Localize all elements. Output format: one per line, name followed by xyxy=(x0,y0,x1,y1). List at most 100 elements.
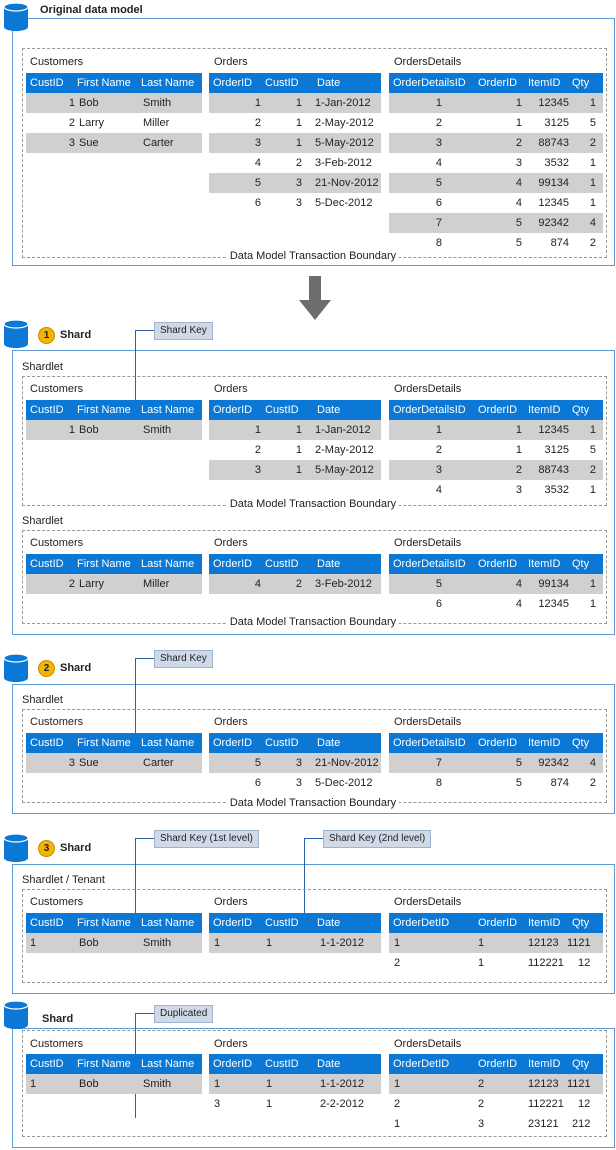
orders-header: OrderID CustID Date xyxy=(209,733,381,753)
orders-table-title: Orders xyxy=(214,56,248,68)
table-row: 1 1 1-1-2012 xyxy=(209,933,381,953)
shard-key-connector xyxy=(135,838,136,943)
transaction-boundary xyxy=(22,1030,607,1137)
col-custid: CustID xyxy=(30,77,64,89)
database-icon xyxy=(3,833,29,862)
customers-header: CustID First Name Last Name xyxy=(26,913,202,933)
shard-key-1st-level-label: Shard Key (1st level) xyxy=(154,830,259,848)
table-row: 5 3 21-Nov-2012 xyxy=(209,173,381,193)
table-row: 1 Bob Smith xyxy=(26,93,202,113)
table-row: 2 Larry Miller xyxy=(68,117,170,129)
table-row: 1 3 23121 212 xyxy=(394,1118,591,1130)
table-row: 2 1 2-May-2012 xyxy=(254,117,374,129)
table-row: 2 1 2-May-2012 xyxy=(254,444,374,456)
orders-table-title: Orders xyxy=(214,383,248,395)
shardlet-label: Shardlet xyxy=(22,361,63,373)
shard-key-connector xyxy=(135,658,136,763)
table-row: 6 4 12345 1 xyxy=(435,598,596,610)
table-row: 5 4 99134 1 xyxy=(389,173,603,193)
shard-key-label: Shard Key xyxy=(154,650,213,668)
orders-details-table-title: OrdersDetails xyxy=(394,383,462,395)
table-row: 6 3 5-Dec-2012 xyxy=(254,197,373,209)
table-row: 7 5 92342 4 xyxy=(389,753,603,773)
table-row: 5 3 21-Nov-2012 xyxy=(209,753,381,773)
table-row: 3 2 88743 2 xyxy=(389,133,603,153)
orders-table-title: Orders xyxy=(214,537,248,549)
boundary-label: Data Model Transaction Boundary xyxy=(226,616,400,628)
database-icon xyxy=(3,2,29,31)
table-row: 2 1 3125 5 xyxy=(435,444,596,456)
table-row: 2 2 112221 12 xyxy=(394,1098,591,1110)
shard-key-connector xyxy=(135,330,136,430)
orders-details-header: OrderDetailsID OrderID ItemID Qty xyxy=(389,73,603,93)
orders-header: OrderID CustID Date xyxy=(209,554,381,574)
customers-table-title: Customers xyxy=(30,56,84,68)
orders-details-header: OrderDetailsID OrderID ItemID Qty xyxy=(389,733,603,753)
table-row: 3 1 5-May-2012 xyxy=(209,133,381,153)
duplicated-connector xyxy=(135,1013,154,1014)
shard-number-badge: 3 xyxy=(38,840,55,857)
table-row: 6 4 12345 1 xyxy=(435,197,596,209)
shard-key-connector xyxy=(304,838,305,943)
table-row: 1 2 12123 1121 xyxy=(389,1074,603,1094)
shardlet-label: Shardlet xyxy=(22,515,63,527)
orders-table-title: Orders xyxy=(214,1038,248,1050)
table-row: 1 Bob Smith xyxy=(26,933,202,953)
orders-table-title: Orders xyxy=(214,896,248,908)
customers-table-title: Customers xyxy=(30,383,84,395)
database-icon xyxy=(3,653,29,682)
orders-details-table-title: OrdersDetails xyxy=(394,716,462,728)
customers-table-title: Customers xyxy=(30,1038,84,1050)
table-row: 1 1 1-Jan-2012 xyxy=(209,93,381,113)
orders-details-table-title: OrdersDetails xyxy=(394,896,462,908)
orders-header: OrderID CustID Date xyxy=(209,73,381,93)
table-row: 1 1 12123 1121 xyxy=(389,933,603,953)
table-row: 1 Bob Smith xyxy=(26,1074,202,1094)
table-row: 1 1 12345 1 xyxy=(389,93,603,113)
orders-details-table-title: OrdersDetails xyxy=(394,1038,462,1050)
table-row: 2 1 3125 5 xyxy=(435,117,596,129)
customers-header: CustID First Name Last Name xyxy=(26,400,202,420)
customers-header: CustID First Name Last Name xyxy=(26,1054,202,1074)
shard-title: Shard xyxy=(60,842,92,854)
table-row: 3 2 88743 2 xyxy=(389,460,603,480)
boundary-label: Data Model Transaction Boundary xyxy=(226,250,400,262)
shard-number-badge: 2 xyxy=(38,660,55,677)
table-row: 3 Sue Carter xyxy=(26,753,202,773)
table-row: 4 2 3-Feb-2012 xyxy=(209,574,381,594)
shard-key-connector xyxy=(135,330,154,331)
shard-key-connector xyxy=(135,658,154,659)
table-row: 2 1 112221 12 xyxy=(394,957,591,969)
shard-3-box xyxy=(12,864,615,994)
orders-header: OrderID CustID Date xyxy=(209,400,381,420)
database-icon xyxy=(3,1000,29,1029)
shard-title: Shard xyxy=(60,662,92,674)
database-icon xyxy=(3,319,29,348)
orders-header: OrderID CustID Date xyxy=(209,1054,381,1074)
customers-header: CustID First Name Last Name xyxy=(26,733,202,753)
col-first-name: First Name xyxy=(77,77,131,89)
orders-details-table-title: OrdersDetails xyxy=(394,56,462,68)
orders-details-header: OrderDetailsID OrderID ItemID Qty xyxy=(389,400,603,420)
table-row: 6 3 5-Dec-2012 xyxy=(254,777,373,789)
table-row: 4 3 3532 1 xyxy=(435,157,596,169)
orders-table-title: Orders xyxy=(214,716,248,728)
table-row: 3 1 2-2-2012 xyxy=(214,1098,365,1110)
transaction-boundary xyxy=(22,889,607,983)
boundary-label: Data Model Transaction Boundary xyxy=(226,797,400,809)
table-row: 1 1 1-Jan-2012 xyxy=(209,420,381,440)
shardlet-label: Shardlet xyxy=(22,694,63,706)
shard-key-connector xyxy=(135,838,154,839)
table-row: 5 4 99134 1 xyxy=(389,574,603,594)
table-row: 1 1 12345 1 xyxy=(389,420,603,440)
shard-4-box xyxy=(12,1028,615,1148)
orders-details-header: OrderDetailsID OrderID ItemID Qty xyxy=(389,554,603,574)
orders-details-header: OrderDetID OrderID ItemID Qty xyxy=(389,1054,603,1074)
shard-2-box xyxy=(12,684,615,814)
table-row: 1 Bob Smith xyxy=(26,420,202,440)
customers-table-title: Customers xyxy=(30,896,84,908)
table-row: 7 5 92342 4 xyxy=(389,213,603,233)
table-row: 2 Larry Miller xyxy=(26,574,202,594)
duplicated-label: Duplicated xyxy=(154,1005,214,1023)
original-model-title: Original data model xyxy=(40,4,143,16)
